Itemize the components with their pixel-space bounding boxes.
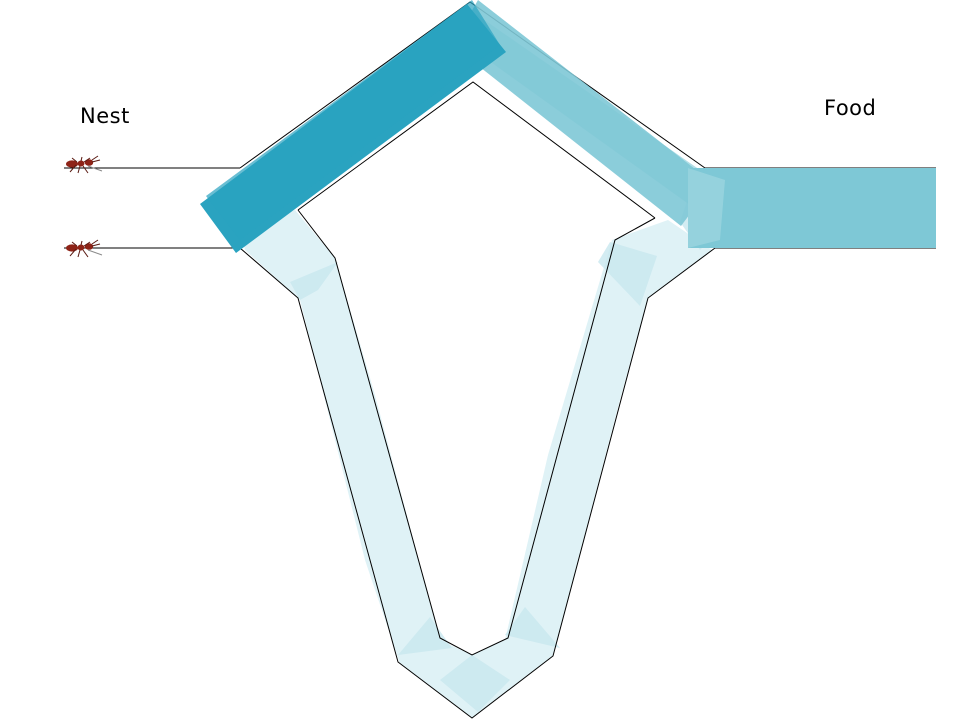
nest-label: Nest: [80, 104, 130, 128]
path-outlines: [64, 1, 936, 719]
ant-lower: [66, 239, 103, 258]
outline-short-inner: [297, 81, 656, 219]
long-path-patch: [505, 607, 560, 648]
ant-upper: [66, 155, 103, 174]
long-path-patch: [398, 617, 452, 655]
ant-icon: [66, 239, 103, 258]
food-connector-block: [688, 168, 936, 248]
long-path-patch: [290, 262, 338, 300]
outline-long-outer: [239, 247, 716, 719]
short-path-upper-route: [200, 0, 936, 253]
long-path-patch: [440, 655, 510, 712]
short-path-left-segment-overlay: [206, 0, 500, 240]
food-connector-patch: [688, 168, 725, 248]
ant-icon: [66, 155, 103, 174]
food-label: Food: [824, 96, 877, 120]
long-path-patch: [598, 242, 657, 306]
long-path-faint-trail: [240, 210, 712, 718]
long-path-lower-route: [240, 198, 712, 718]
short-path-right-segment-overlay: [460, 10, 700, 205]
outline-long-inner: [297, 209, 656, 656]
